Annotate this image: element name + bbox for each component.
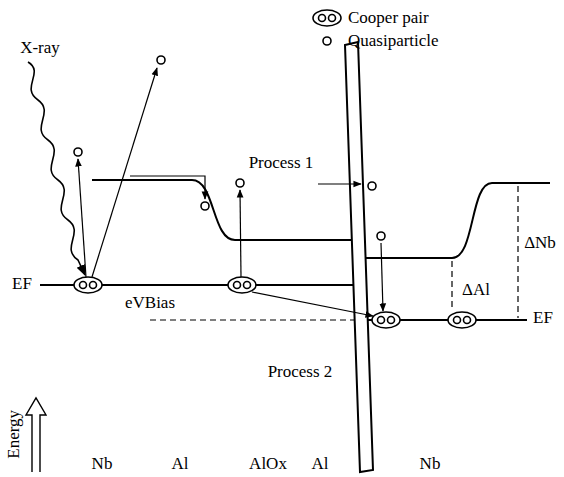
energy-axis-arrow [26, 398, 46, 472]
tunnel-arrow [252, 292, 373, 316]
fermi-level-label: EF [532, 309, 554, 328]
layer-label: Al [171, 455, 190, 474]
quasiparticle [368, 182, 376, 190]
cooper-pair [228, 277, 256, 293]
gap-label: ΔAl [461, 281, 491, 300]
tunnel-arrow [318, 183, 361, 184]
excitation-arrow [78, 159, 86, 277]
quasiparticle [377, 232, 385, 240]
xray-wave [28, 62, 85, 275]
quasiparticle [236, 179, 244, 187]
cooper-pair [372, 312, 400, 328]
layer-label: Al [311, 455, 330, 474]
gap-dimension-nb [517, 186, 518, 318]
cooper-pair [448, 312, 476, 328]
layer-label: Nb [91, 455, 114, 474]
quasiparticle [74, 148, 82, 156]
radiation-label: X-ray [19, 39, 61, 58]
legend-text: Quasiparticle [348, 32, 439, 51]
gap-dimension-al [451, 261, 452, 310]
axis-label: Energy [5, 409, 24, 460]
bias-level [150, 319, 355, 320]
cooper-pair [74, 277, 102, 293]
gap-edge-left [92, 180, 351, 240]
fermi-level-label: EF [11, 275, 33, 294]
relaxation-arrow [130, 176, 205, 199]
excitation-arrow [92, 68, 157, 277]
layer-label: Nb [419, 455, 442, 474]
quasiparticle [201, 202, 209, 210]
bias-label: eVBias [124, 294, 176, 313]
legend-quasiparticle-sample [323, 37, 331, 45]
quasiparticle [157, 56, 165, 64]
legend-cooper-pair-sample [313, 10, 341, 26]
legend-text: Cooper pair [348, 9, 429, 28]
process-label: Process 2 [267, 363, 334, 382]
excitation-arrow [240, 190, 241, 277]
recombination-arrow [381, 243, 383, 311]
tunnel-barrier [345, 42, 373, 472]
layer-label: AlOx [248, 455, 288, 474]
gap-label: ΔNb [523, 234, 557, 253]
process-label: Process 1 [248, 154, 315, 173]
